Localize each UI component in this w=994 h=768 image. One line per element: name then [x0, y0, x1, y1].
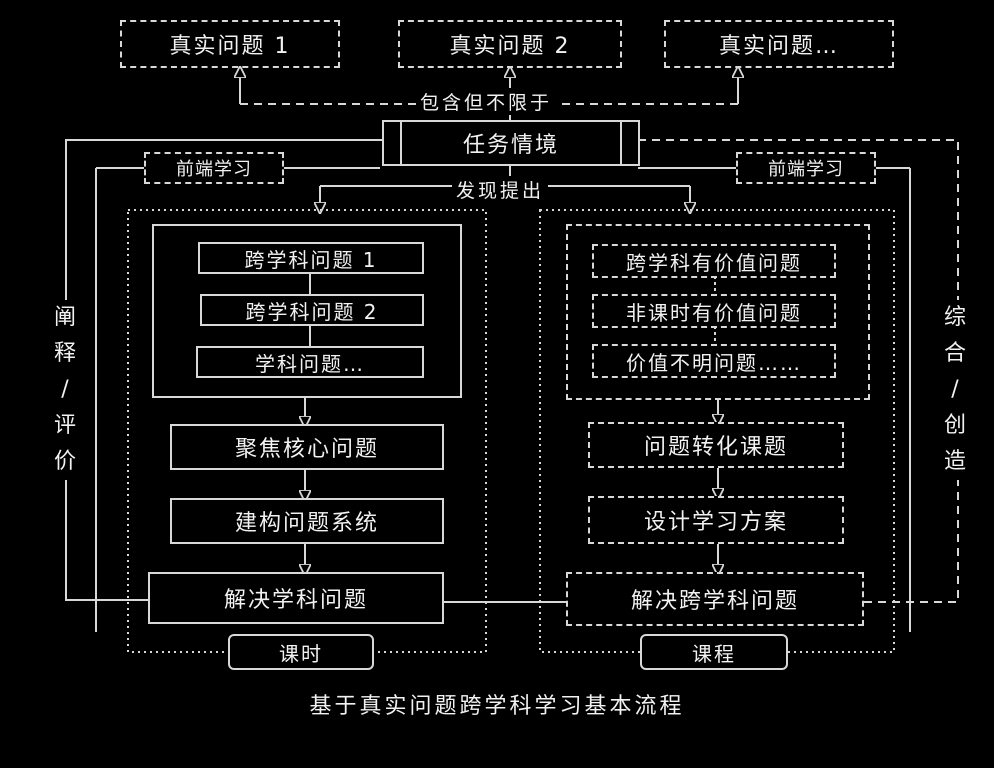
discover-label: 发现提出 — [452, 176, 549, 203]
real-problem-more: 真实问题… — [664, 20, 894, 68]
tag-course: 课程 — [640, 634, 788, 670]
task-context-bar-left — [400, 122, 402, 164]
side-label-synthesize-create: 综 合 / 创 造 — [940, 300, 970, 480]
left-step-build-system: 建构问题系统 — [170, 498, 444, 544]
includes-label: 包含但不限于 — [416, 88, 557, 115]
right-problem-1: 跨学科有价值问题 — [592, 244, 836, 278]
right-problem-group — [566, 224, 870, 400]
left-step-solve-subject: 解决学科问题 — [148, 572, 444, 624]
left-step-focus-core: 聚焦核心问题 — [170, 424, 444, 470]
left-problem-1: 跨学科问题 1 — [198, 242, 424, 274]
left-problem-group — [152, 224, 462, 398]
right-step-solve-cross: 解决跨学科问题 — [566, 572, 864, 626]
left-problem-2: 跨学科问题 2 — [200, 294, 424, 326]
right-problem-2: 非课时有价值问题 — [592, 294, 836, 328]
task-context-label: 任务情境 — [462, 133, 559, 158]
diagram-caption: 基于真实问题跨学科学习基本流程 — [309, 694, 685, 719]
real-problem-1: 真实问题 1 — [120, 20, 340, 68]
right-step-convert-topic: 问题转化课题 — [588, 422, 844, 468]
tag-lesson: 课时 — [228, 634, 374, 670]
real-problem-2: 真实问题 2 — [398, 20, 622, 68]
task-context: 任务情境 — [382, 120, 640, 166]
front-learning-left: 前端学习 — [144, 152, 284, 184]
side-label-explain-evaluate: 阐 释 / 评 价 — [50, 300, 80, 480]
task-context-bar-right — [620, 122, 622, 164]
left-problem-3: 学科问题… — [196, 346, 424, 378]
right-step-design-plan: 设计学习方案 — [588, 496, 844, 544]
right-problem-3: 价值不明问题…… — [592, 344, 836, 378]
front-learning-right: 前端学习 — [736, 152, 876, 184]
